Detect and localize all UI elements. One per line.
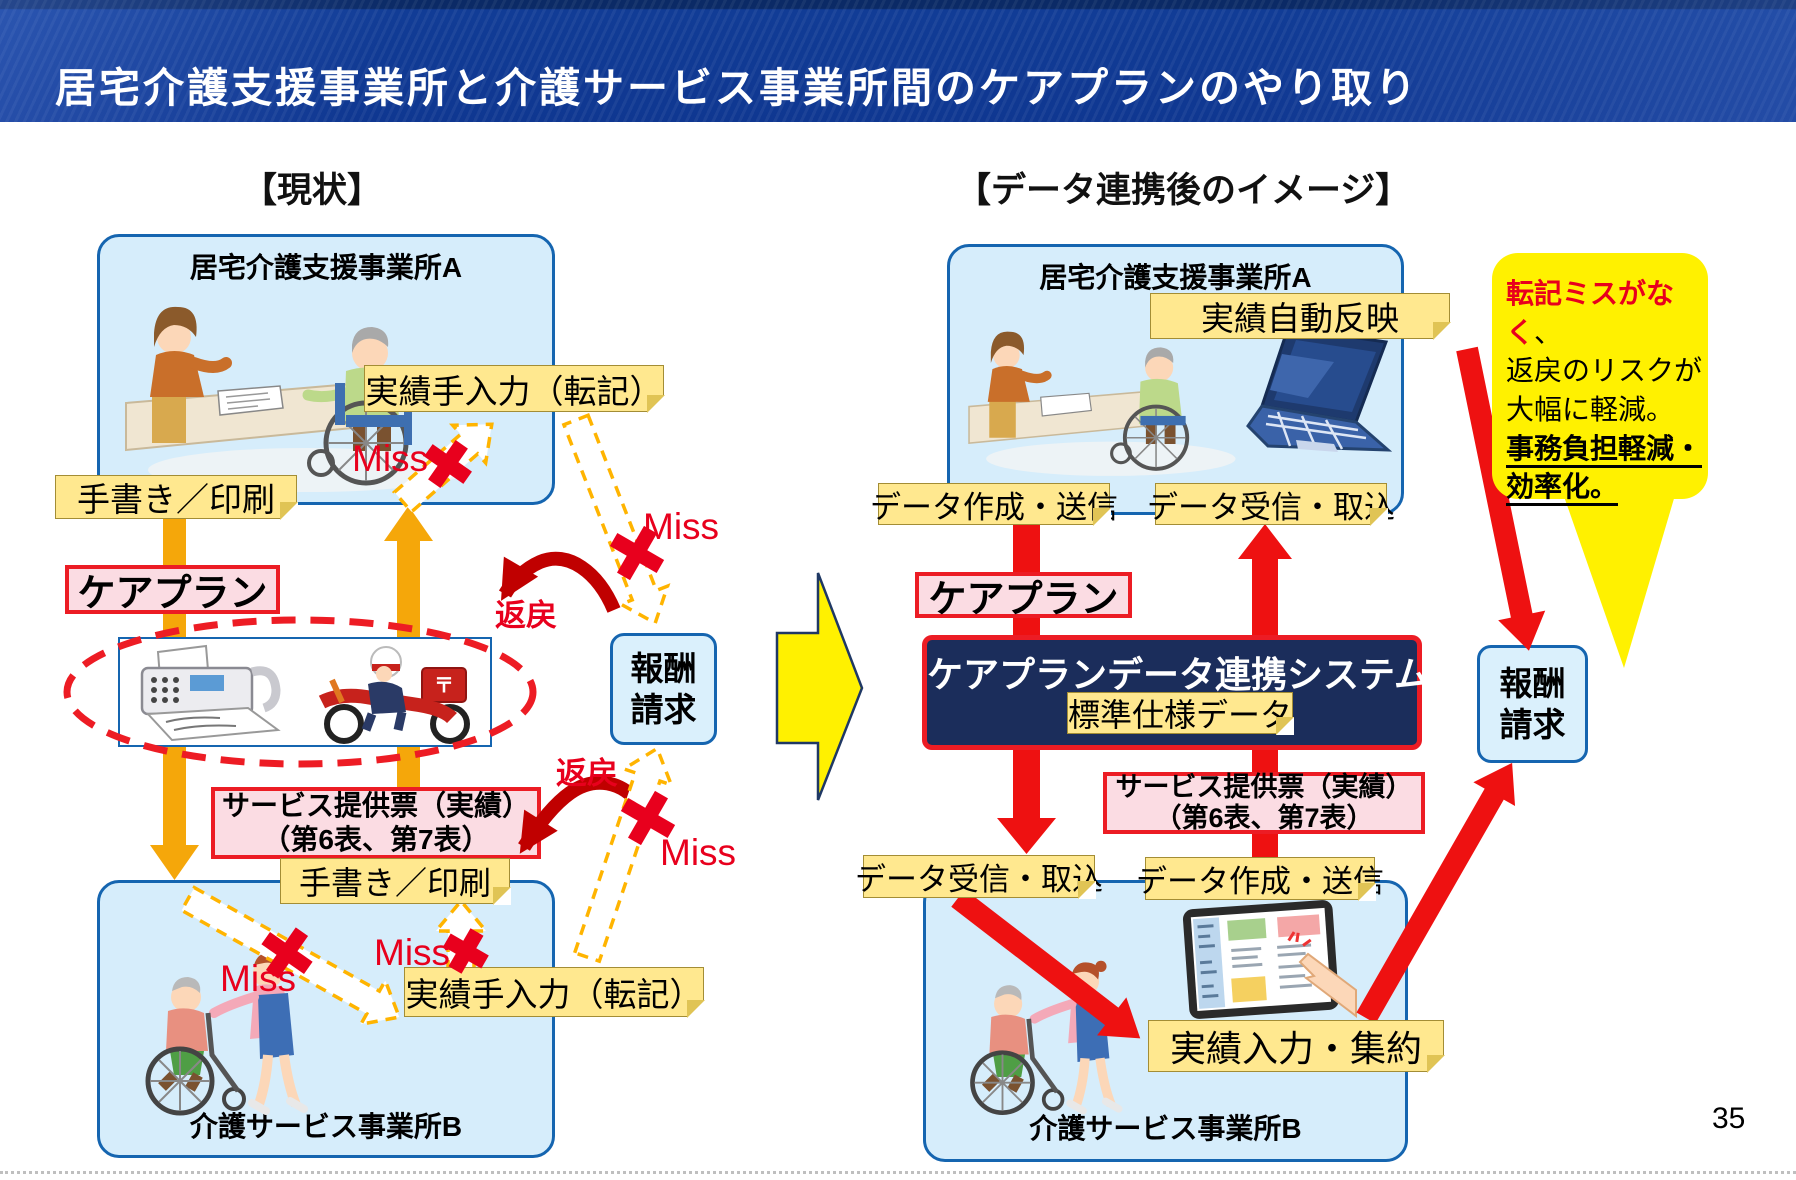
miss-label-b2: Miss bbox=[374, 932, 451, 973]
svg-text:〒: 〒 bbox=[434, 675, 454, 697]
callout-line2: 返戻のリスクが bbox=[1506, 355, 1703, 387]
current-office-a-title: 居宅介護支援事業所A bbox=[189, 252, 463, 283]
page-number: 35 bbox=[1712, 1102, 1746, 1135]
miss-label-b1: Miss bbox=[220, 958, 297, 999]
after-office-a-title: 居宅介護支援事業所A bbox=[1039, 262, 1312, 293]
laptop-illustration bbox=[1246, 326, 1393, 452]
data-receive-import-note-top: データ受信・取込 bbox=[1147, 483, 1395, 526]
miss-label-a: Miss bbox=[352, 438, 429, 479]
current-care-plan-box: ケアプラン bbox=[65, 565, 280, 615]
benefit-callout-bubble: 転記ミスがなく、 返戻のリスクが 大幅に軽減。 事務負担軽減・ 効率化。 bbox=[1492, 253, 1708, 507]
tablet-input-illustration bbox=[1182, 900, 1357, 1019]
current-office-b-title: 介護サービス事業所B bbox=[189, 1111, 463, 1142]
system-title: ケアプランデータ連携システム bbox=[927, 654, 1430, 695]
miss-label-billing-top: Miss bbox=[643, 506, 720, 547]
callout-line4: 事務負担軽減・ bbox=[1506, 430, 1708, 469]
after-billing-box: 報酬 請求 bbox=[1477, 645, 1588, 763]
callout-tail bbox=[1560, 485, 1678, 668]
data-create-send-note-bottom: データ作成・送信 bbox=[1136, 857, 1384, 901]
red-down-arrow-receive bbox=[997, 744, 1056, 854]
callout-line1: 転記ミスがなく、 bbox=[1506, 278, 1675, 348]
callout-line3: 大幅に軽減。 bbox=[1506, 393, 1675, 425]
data-create-send-note-top: データ作成・送信 bbox=[870, 483, 1118, 526]
header-stripes-texture bbox=[0, 0, 1796, 122]
bottom-dotted-rule bbox=[0, 1171, 1796, 1174]
current-service-sheet-box: サービス提供票（実績） （第6表、第7表） bbox=[211, 787, 541, 859]
auto-reflect-note: 実績自動反映 bbox=[1150, 293, 1451, 340]
current-state-heading: 【現状】 bbox=[241, 171, 382, 210]
after-office-b-title: 介護サービス事業所B bbox=[1029, 1113, 1302, 1144]
manual-entry-note-top: 実績手入力（転記） bbox=[364, 365, 665, 413]
fax-machine-illustration bbox=[140, 644, 281, 742]
postal-motorcycle-illustration: 〒 bbox=[318, 646, 470, 744]
after-care-plan-box: ケアプラン bbox=[915, 572, 1132, 621]
care-consult-illustration-right bbox=[968, 331, 1236, 476]
header-bar: 居宅介護支援事業所と介護サービス事業所間のケアプランのやり取り bbox=[0, 0, 1796, 122]
return-label-bottom: 返戻 bbox=[556, 756, 618, 791]
handwriting-note-top: 手書き／印刷 bbox=[55, 475, 298, 520]
miss-label-billing-bottom: Miss bbox=[660, 832, 737, 873]
header-sheen bbox=[0, 0, 1796, 122]
transition-block-arrow bbox=[775, 572, 864, 801]
input-aggregate-note: 実績入力・集約 bbox=[1148, 1020, 1445, 1073]
red-up-arrow-receive bbox=[1238, 524, 1292, 641]
return-label-top: 返戻 bbox=[495, 598, 557, 633]
handwriting-note-bottom: 手書き／印刷 bbox=[280, 858, 511, 905]
page-title: 居宅介護支援事業所と介護サービス事業所間のケアプランのやり取り bbox=[55, 65, 1419, 111]
manual-entry-note-bottom: 実績手入力（転記） bbox=[404, 967, 705, 1018]
caregiver-wheelchair-illustration-right bbox=[970, 960, 1123, 1115]
callout-line5: 効率化。 bbox=[1506, 468, 1708, 507]
care-plan-data-linkage-system-box: ケアプランデータ連携システム bbox=[922, 635, 1430, 750]
standard-spec-note: 標準仕様データ bbox=[1067, 692, 1294, 735]
current-billing-box: 報酬 請求 bbox=[610, 633, 717, 745]
after-linkage-heading: 【データ連携後のイメージ】 bbox=[956, 171, 1411, 210]
data-receive-import-note-bottom: データ受信・取込 bbox=[855, 855, 1103, 899]
after-service-sheet-box: サービス提供票（実績） （第6表、第7表） bbox=[1103, 772, 1425, 834]
